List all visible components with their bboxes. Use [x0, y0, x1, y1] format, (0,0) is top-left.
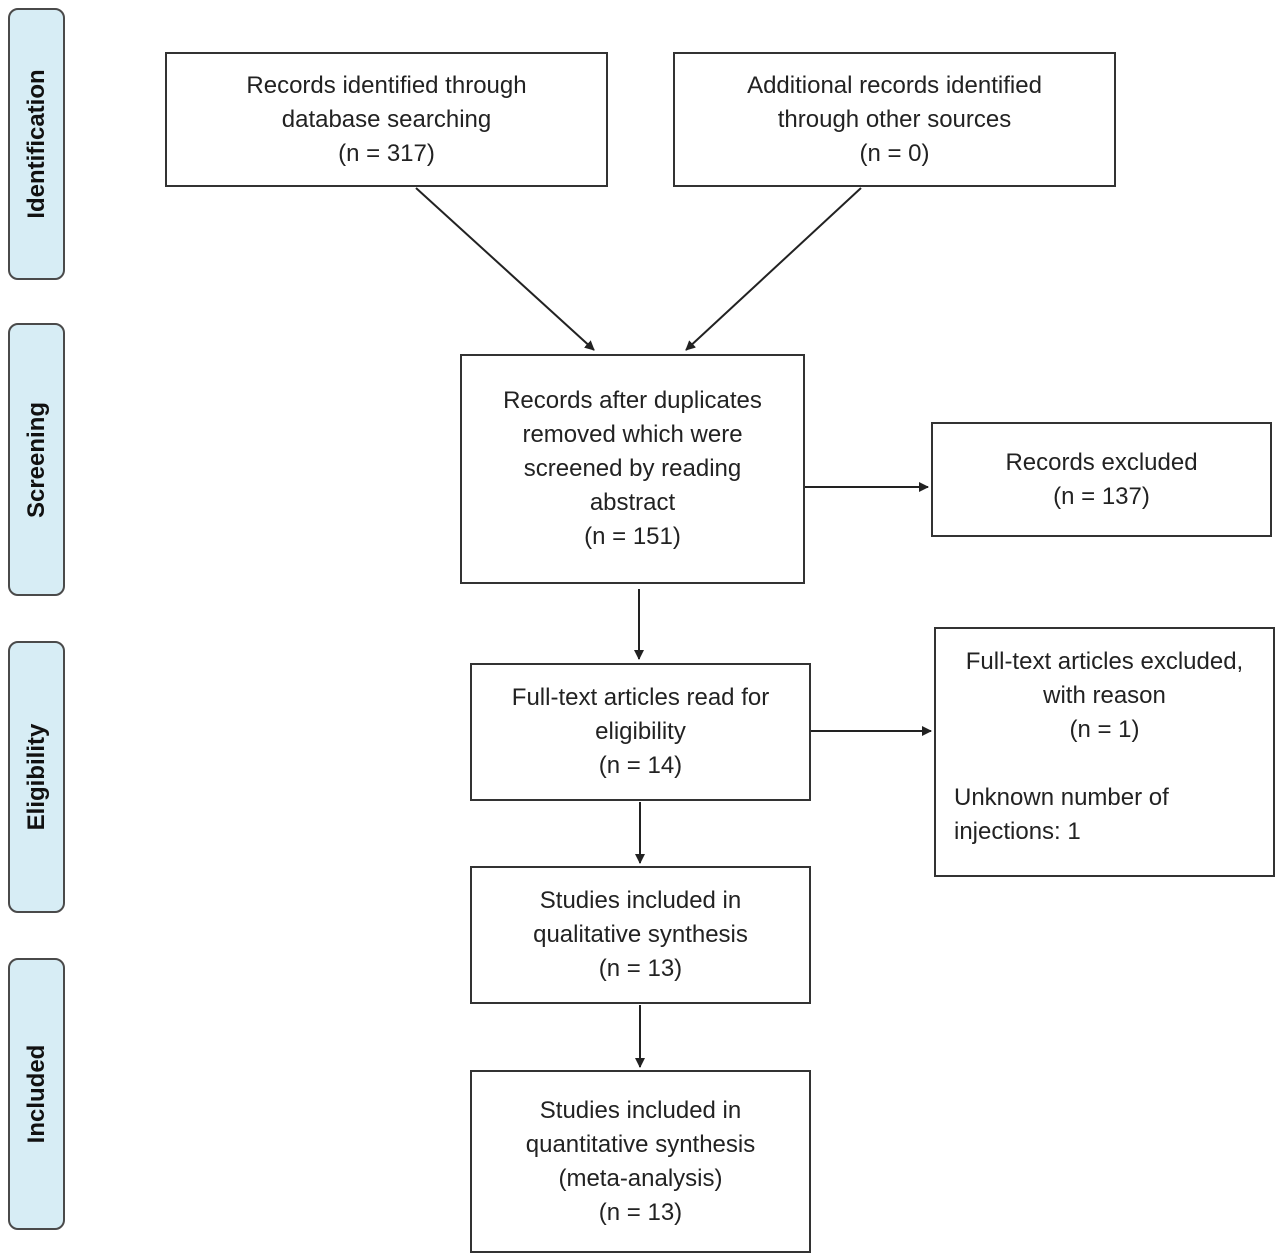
fulltext-excluded-box: Full-text articles excluded, with reason…	[934, 627, 1275, 877]
box-count: (n = 137)	[1053, 482, 1150, 510]
box-text: Records after duplicates	[503, 387, 762, 414]
box-count: (n = 151)	[584, 523, 681, 550]
box-text: abstract	[589, 489, 676, 516]
box-text: Studies included in	[539, 887, 742, 914]
fulltext-read-box: Full-text articles read for eligibility …	[470, 663, 811, 801]
box-text: eligibility	[595, 718, 686, 745]
box-text: Additional records identified	[747, 71, 1042, 99]
phase-identification: Identification	[8, 8, 65, 280]
box-text: Records identified through	[246, 71, 527, 99]
arrow-other-to-screened	[685, 187, 862, 351]
reason-text: Unknown number of	[954, 784, 1169, 811]
other-sources-box: Additional records identified through ot…	[673, 52, 1116, 187]
box-text: Full-text articles excluded,	[965, 648, 1244, 675]
box-count: (n = 317)	[338, 139, 435, 167]
box-text: screened by reading	[523, 455, 742, 482]
box-text: Full-text articles read for	[511, 684, 770, 711]
quantitative-synthesis-box: Studies included in quantitative synthes…	[470, 1070, 811, 1253]
box-text: with reason	[1043, 682, 1166, 709]
box-text: Studies included in	[539, 1096, 742, 1124]
box-count: (n = 1)	[1069, 716, 1140, 743]
qualitative-synthesis-box: Studies included in qualitative synthesi…	[470, 866, 811, 1004]
phase-included: Included	[8, 958, 65, 1230]
box-text: removed which were	[522, 421, 743, 448]
box-count: (n = 0)	[859, 139, 930, 167]
box-text: through other sources	[777, 105, 1012, 133]
phase-eligibility: Eligibility	[8, 641, 65, 913]
exclusion-reason: Unknown number of injections: 1	[936, 781, 1169, 849]
box-text: quantitative synthesis	[525, 1130, 756, 1158]
screened-box: Records after duplicates removed which w…	[460, 354, 805, 584]
box-count: (n = 14)	[598, 752, 683, 779]
box-text: qualitative synthesis	[533, 921, 748, 948]
box-count: (n = 13)	[598, 955, 683, 982]
reason-text: injections: 1	[954, 818, 1081, 845]
database-search-box: Records identified through database sear…	[165, 52, 608, 187]
box-count: (n = 13)	[598, 1198, 683, 1226]
phase-screening: Screening	[8, 323, 65, 596]
records-excluded-box: Records excluded (n = 137)	[931, 422, 1272, 537]
box-text: Records excluded	[1005, 448, 1198, 476]
arrow-database-to-screened	[415, 187, 595, 351]
box-text: (meta-analysis)	[558, 1164, 723, 1192]
box-text: database searching	[281, 105, 492, 133]
